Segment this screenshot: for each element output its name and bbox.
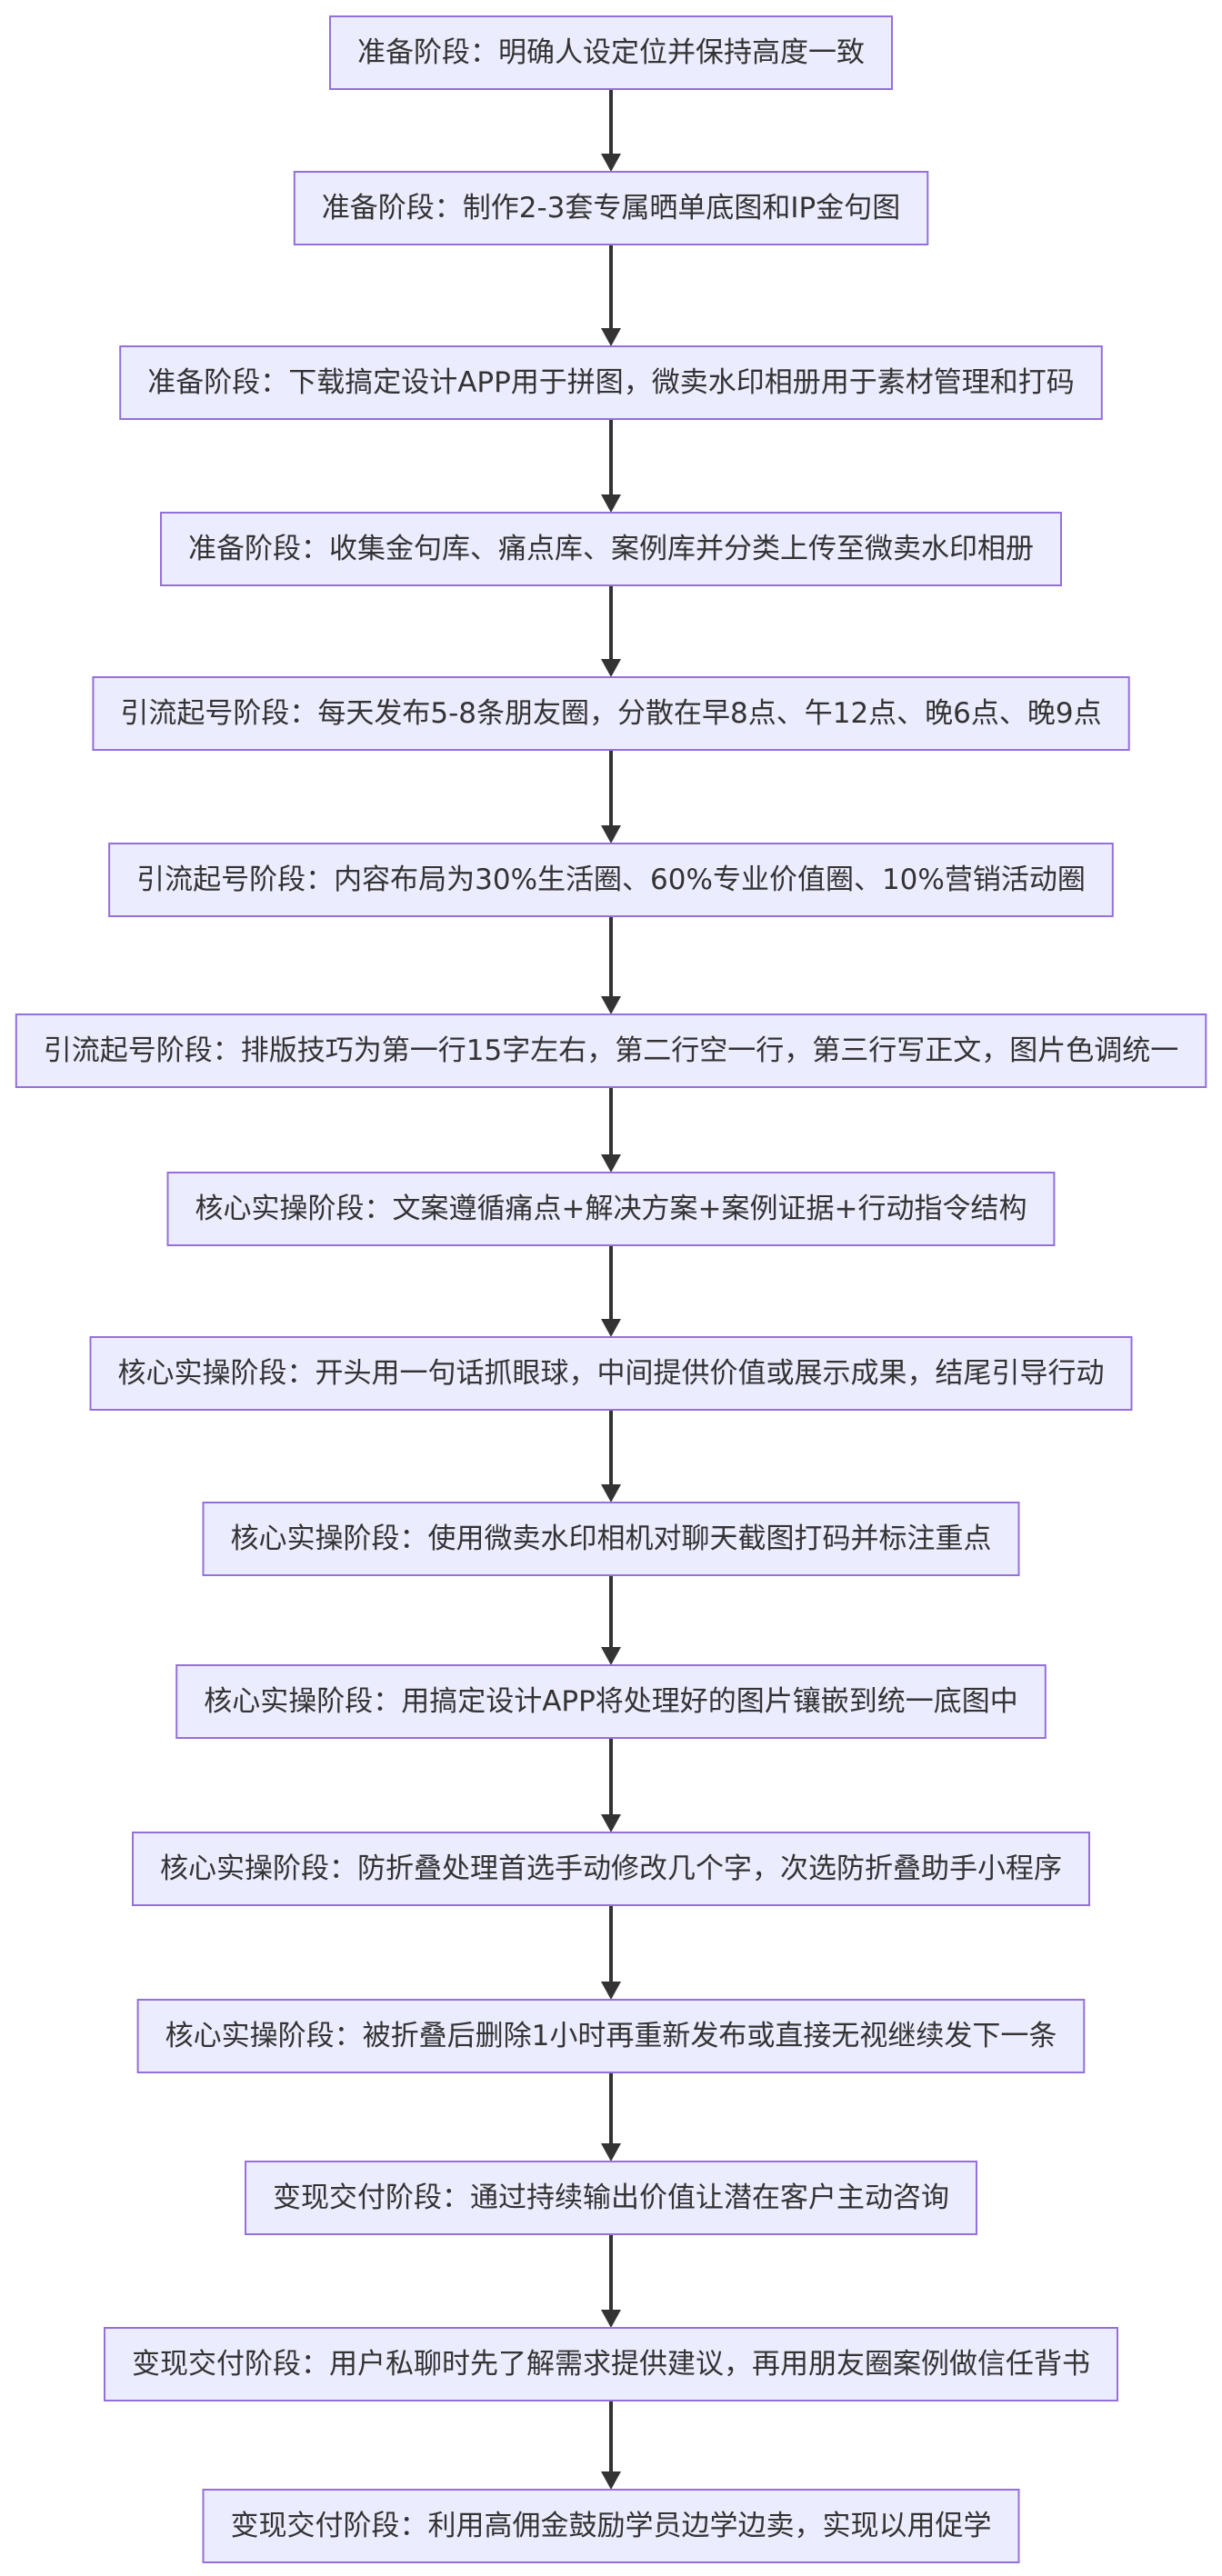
- flow-step-box: [293, 171, 929, 245]
- flow-step-label: 核心实操阶段：被折叠后删除1小时再重新发布或直接无视继续发下一条: [165, 2020, 1057, 2052]
- flow-step: 核心实操阶段：用搞定设计APP将处理好的图片镶嵌到统一底图中: [175, 1664, 1047, 1739]
- flow-step-box: [202, 2489, 1020, 2563]
- flow-arrow: [601, 1738, 621, 1832]
- flow-step-box: [202, 1502, 1020, 1576]
- flow-arrow: [601, 1087, 621, 1173]
- arrowhead-icon: [601, 328, 621, 346]
- flow-arrow: [601, 1410, 621, 1503]
- arrowhead-icon: [601, 996, 621, 1014]
- arrowhead-icon: [601, 154, 621, 172]
- flow-arrow: [601, 1575, 621, 1665]
- flow-step-label: 变现交付阶段：通过持续输出价值让潜在客户主动咨询: [273, 2182, 949, 2214]
- flow-arrow: [601, 2234, 621, 2328]
- flow-step-box: [15, 1013, 1207, 1088]
- flow-step-label: 引流起号阶段：每天发布5-8条朋友圈，分散在早8点、午12点、晚6点、晚9点: [120, 697, 1101, 730]
- arrowhead-icon: [601, 1982, 621, 2000]
- flow-arrow: [601, 1905, 621, 2000]
- arrowhead-icon: [601, 2143, 621, 2162]
- flow-step-box: [175, 1664, 1047, 1739]
- flow-arrow: [601, 916, 621, 1014]
- flow-step-label: 准备阶段：收集金句库、痛点库、案例库并分类上传至微卖水印相册: [188, 533, 1034, 565]
- flowchart-nodes: 准备阶段：明确人设定位并保持高度一致准备阶段：制作2-3套专属晒单底图和IP金句…: [15, 15, 1207, 2563]
- flow-step: 核心实操阶段：被折叠后删除1小时再重新发布或直接无视继续发下一条: [136, 1999, 1086, 2073]
- flow-step-box: [132, 1832, 1090, 1906]
- arrowhead-icon: [601, 1814, 621, 1832]
- flow-step-label: 准备阶段：下载搞定设计APP用于拼图，微卖水印相册用于素材管理和打码: [147, 366, 1075, 399]
- arrowhead-icon: [601, 825, 621, 844]
- flow-step: 核心实操阶段：使用微卖水印相机对聊天截图打码并标注重点: [202, 1502, 1020, 1576]
- flow-step-box: [89, 1336, 1133, 1411]
- arrowhead-icon: [601, 659, 621, 677]
- flow-step-label: 变现交付阶段：利用高佣金鼓励学员边学边卖，实现以用促学: [231, 2510, 992, 2542]
- flow-step: 核心实操阶段：文案遵循痛点+解决方案+案例证据+行动指令结构: [166, 1172, 1056, 1246]
- flow-step-label: 引流起号阶段：排版技巧为第一行15字左右，第二行空一行，第三行写正文，图片色调统…: [44, 1034, 1178, 1067]
- flow-step-label: 核心实操阶段：开头用一句话抓眼球，中间提供价值或展示成果，结尾引导行动: [118, 1357, 1105, 1390]
- flow-step-label: 引流起号阶段：内容布局为30%生活圈、60%专业价值圈、10%营销活动圈: [136, 864, 1086, 896]
- flow-step-label: 准备阶段：明确人设定位并保持高度一致: [357, 36, 865, 69]
- flow-arrow: [601, 750, 621, 844]
- flow-step: 变现交付阶段：利用高佣金鼓励学员边学边卖，实现以用促学: [202, 2489, 1020, 2563]
- arrowhead-icon: [601, 1484, 621, 1503]
- flow-arrow: [601, 2401, 621, 2490]
- flow-step: 准备阶段：收集金句库、痛点库、案例库并分类上传至微卖水印相册: [160, 512, 1062, 586]
- flow-step: 引流起号阶段：排版技巧为第一行15字左右，第二行空一行，第三行写正文，图片色调统…: [15, 1013, 1207, 1088]
- arrowhead-icon: [601, 2471, 621, 2490]
- arrowhead-icon: [601, 2310, 621, 2328]
- flow-step-box: [136, 1999, 1086, 2073]
- flow-arrow: [601, 2072, 621, 2162]
- flow-step-box: [92, 676, 1130, 751]
- flow-step: 核心实操阶段：防折叠处理首选手动修改几个字，次选防折叠助手小程序: [132, 1832, 1090, 1906]
- flow-arrow: [601, 585, 621, 677]
- flow-step: 准备阶段：制作2-3套专属晒单底图和IP金句图: [293, 171, 929, 245]
- flow-step: 准备阶段：下载搞定设计APP用于拼图，微卖水印相册用于素材管理和打码: [119, 345, 1103, 420]
- flow-step: 变现交付阶段：用户私聊时先了解需求提供建议，再用朋友圈案例做信任背书: [104, 2327, 1118, 2401]
- flow-step-label: 核心实操阶段：使用微卖水印相机对聊天截图打码并标注重点: [231, 1523, 992, 1555]
- flow-step: 准备阶段：明确人设定位并保持高度一致: [329, 15, 893, 90]
- flow-step-label: 变现交付阶段：用户私聊时先了解需求提供建议，再用朋友圈案例做信任背书: [132, 2348, 1090, 2381]
- flowchart-edges: [601, 89, 621, 2490]
- flow-step-label: 核心实操阶段：文案遵循痛点+解决方案+案例证据+行动指令结构: [195, 1193, 1027, 1225]
- flow-step-label: 核心实操阶段：防折叠处理首选手动修改几个字，次选防折叠助手小程序: [160, 1852, 1062, 1885]
- flow-step: 变现交付阶段：通过持续输出价值让潜在客户主动咨询: [245, 2161, 977, 2235]
- flow-step: 引流起号阶段：内容布局为30%生活圈、60%专业价值圈、10%营销活动圈: [108, 843, 1114, 917]
- flow-step-box: [166, 1172, 1056, 1246]
- flow-step-label: 核心实操阶段：用搞定设计APP将处理好的图片镶嵌到统一底图中: [204, 1685, 1018, 1718]
- flow-step-box: [104, 2327, 1118, 2401]
- flow-step-box: [160, 512, 1062, 586]
- arrowhead-icon: [601, 494, 621, 513]
- flow-step: 核心实操阶段：开头用一句话抓眼球，中间提供价值或展示成果，结尾引导行动: [89, 1336, 1133, 1411]
- flow-step-label: 准备阶段：制作2-3套专属晒单底图和IP金句图: [322, 192, 900, 225]
- flow-step-box: [245, 2161, 977, 2235]
- flow-step-box: [329, 15, 893, 90]
- arrowhead-icon: [601, 1319, 621, 1337]
- flow-arrow: [601, 89, 621, 172]
- flow-step: 引流起号阶段：每天发布5-8条朋友圈，分散在早8点、午12点、晚6点、晚9点: [92, 676, 1130, 751]
- arrowhead-icon: [601, 1154, 621, 1173]
- flow-arrow: [601, 419, 621, 513]
- flow-step-box: [108, 843, 1114, 917]
- flow-step-box: [119, 345, 1103, 420]
- arrowhead-icon: [601, 1647, 621, 1665]
- flow-arrow: [601, 1245, 621, 1337]
- flow-arrow: [601, 245, 621, 346]
